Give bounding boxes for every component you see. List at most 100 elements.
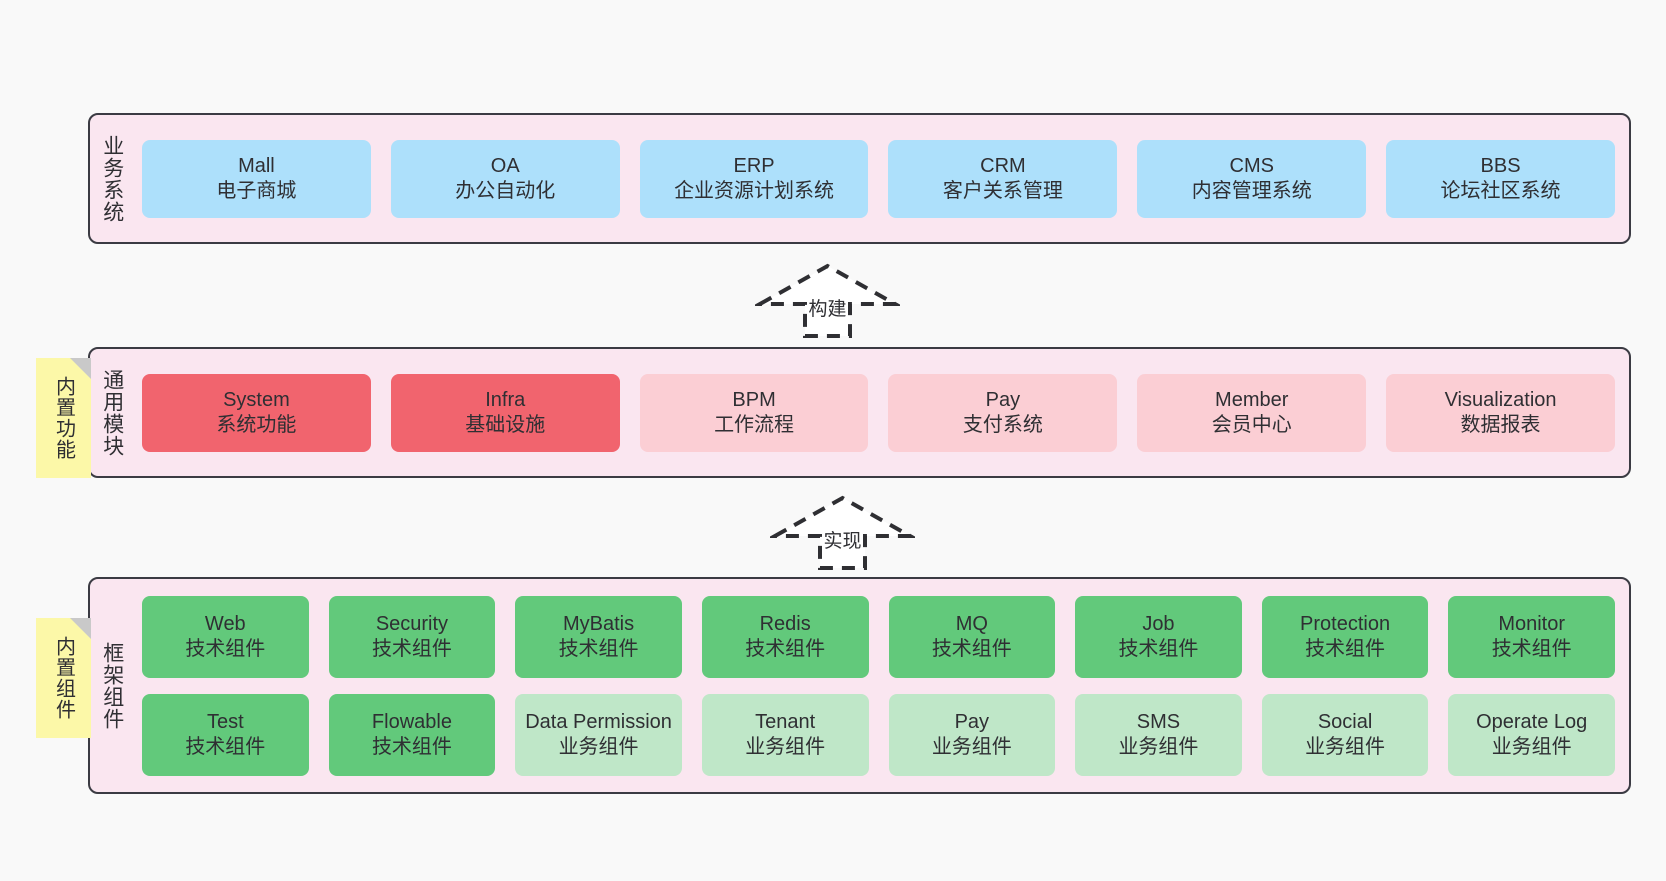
card-title: Redis (759, 613, 811, 636)
card-subtitle: 业务组件 (931, 735, 1012, 758)
card-subtitle: 内容管理系统 (1191, 179, 1312, 202)
card-title: Infra (485, 389, 526, 412)
card-monitor[interactable]: Monitor 技术组件 (1448, 595, 1615, 678)
card-subtitle: 技术组件 (1491, 637, 1572, 660)
card-oa[interactable]: OA 办公自动化 (390, 139, 620, 218)
card-erp[interactable]: ERP 企业资源计划系统 (639, 139, 869, 218)
card-infra[interactable]: Infra 基础设施 (390, 373, 620, 452)
note-builtin-functions[interactable]: 内置功能 (36, 358, 91, 478)
card-title: Web (204, 613, 246, 636)
dashed-up-arrow-icon (770, 495, 915, 570)
card-operate-log[interactable]: Operate Log 业务组件 (1448, 693, 1615, 776)
card-pay-business[interactable]: Pay 业务组件 (888, 693, 1056, 776)
card-subtitle: 会员中心 (1211, 413, 1292, 436)
card-subtitle: 技术组件 (371, 735, 452, 758)
card-title: Monitor (1498, 613, 1566, 636)
card-subtitle: 支付系统 (962, 413, 1043, 436)
card-title: SMS (1136, 711, 1181, 734)
card-cms[interactable]: CMS 内容管理系统 (1137, 139, 1367, 218)
card-subtitle: 技术组件 (371, 637, 452, 660)
card-title: CMS (1229, 155, 1274, 178)
card-crm[interactable]: CRM 客户关系管理 (888, 139, 1118, 218)
card-title: Pay (985, 389, 1021, 412)
arrow-implement: 实现 (770, 490, 915, 570)
card-title: CRM (980, 155, 1026, 178)
card-subtitle: 企业资源计划系统 (674, 179, 835, 202)
note-builtin-components[interactable]: 内置组件 (36, 618, 91, 738)
dashed-up-arrow-icon (755, 263, 900, 338)
card-mall[interactable]: Mall 电子商城 (142, 139, 371, 218)
note-label: 内置组件 (52, 636, 75, 720)
card-row: Test 技术组件 Flowable 技术组件 Data Permission … (142, 693, 1615, 776)
layer-title-common-modules: 通用模块 (100, 368, 124, 457)
card-sms[interactable]: SMS 业务组件 (1075, 693, 1242, 776)
card-row: Web 技术组件 Security 技术组件 MyBatis 技术组件 Redi… (142, 595, 1615, 678)
layer-framework-components[interactable]: 框架组件 Web 技术组件 Security 技术组件 MyBatis 技术组件… (88, 577, 1631, 794)
card-title: Visualization (1444, 389, 1557, 412)
card-subtitle: 办公自动化 (455, 179, 556, 202)
card-subtitle: 业务组件 (1305, 735, 1386, 758)
card-social[interactable]: Social 业务组件 (1261, 693, 1429, 776)
card-subtitle: 数据报表 (1460, 413, 1541, 436)
card-subtitle: 业务组件 (745, 735, 826, 758)
card-subtitle: 技术组件 (185, 637, 266, 660)
card-member[interactable]: Member 会员中心 (1137, 373, 1367, 452)
card-test[interactable]: Test 技术组件 (142, 693, 309, 776)
layer-business-systems[interactable]: 业务系统 Mall 电子商城 OA 办公自动化 ERP 企业资源计划系统 CRM… (88, 113, 1631, 244)
card-data-permission[interactable]: Data Permission 业务组件 (515, 693, 682, 776)
layer-common-modules[interactable]: 通用模块 System 系统功能 Infra 基础设施 BPM 工作流程 Pay… (88, 347, 1631, 478)
card-mq[interactable]: MQ 技术组件 (888, 595, 1056, 678)
card-title: Operate Log (1476, 711, 1588, 734)
card-title: Data Permission (525, 711, 672, 734)
layer-title-business-systems: 业务系统 (100, 134, 124, 223)
card-title: BBS (1480, 155, 1521, 178)
card-redis[interactable]: Redis 技术组件 (701, 595, 869, 678)
card-title: System (223, 389, 290, 412)
card-title: OA (490, 155, 520, 178)
layer-body-framework-components: Web 技术组件 Security 技术组件 MyBatis 技术组件 Redi… (134, 579, 1629, 792)
card-title: Security (375, 613, 449, 636)
card-mybatis[interactable]: MyBatis 技术组件 (515, 595, 682, 678)
card-protection[interactable]: Protection 技术组件 (1261, 595, 1429, 678)
card-subtitle: 客户关系管理 (942, 179, 1063, 202)
card-subtitle: 技术组件 (1305, 637, 1386, 660)
card-visualization[interactable]: Visualization 数据报表 (1386, 373, 1615, 452)
card-security[interactable]: Security 技术组件 (328, 595, 496, 678)
card-subtitle: 技术组件 (185, 735, 266, 758)
card-title: ERP (733, 155, 775, 178)
card-title: Member (1215, 389, 1289, 412)
card-system[interactable]: System 系统功能 (142, 373, 371, 452)
card-row: System 系统功能 Infra 基础设施 BPM 工作流程 Pay 支付系统… (142, 373, 1615, 452)
card-bbs[interactable]: BBS 论坛社区系统 (1386, 139, 1615, 218)
card-job[interactable]: Job 技术组件 (1075, 595, 1242, 678)
card-tenant[interactable]: Tenant 业务组件 (701, 693, 869, 776)
note-label: 内置功能 (52, 376, 75, 460)
card-subtitle: 技术组件 (931, 637, 1012, 660)
card-title: Tenant (755, 711, 816, 734)
card-subtitle: 业务组件 (1118, 735, 1199, 758)
card-title: Mall (238, 155, 275, 178)
arrow-build: 构建 (755, 258, 900, 338)
card-subtitle: 技术组件 (745, 637, 826, 660)
card-pay[interactable]: Pay 支付系统 (888, 373, 1118, 452)
card-title: BPM (732, 389, 776, 412)
card-title: Test (206, 711, 244, 734)
card-flowable[interactable]: Flowable 技术组件 (328, 693, 496, 776)
card-title: Social (1317, 711, 1373, 734)
card-subtitle: 电子商城 (216, 179, 297, 202)
card-title: Flowable (371, 711, 452, 734)
card-title: MyBatis (563, 613, 635, 636)
arrow-label-implement: 实现 (823, 531, 862, 552)
card-title: Protection (1300, 613, 1391, 636)
card-subtitle: 论坛社区系统 (1440, 179, 1561, 202)
card-subtitle: 技术组件 (1118, 637, 1199, 660)
card-web[interactable]: Web 技术组件 (142, 595, 309, 678)
layer-body-business-systems: Mall 电子商城 OA 办公自动化 ERP 企业资源计划系统 CRM 客户关系… (134, 115, 1629, 242)
card-row: Mall 电子商城 OA 办公自动化 ERP 企业资源计划系统 CRM 客户关系… (142, 139, 1615, 218)
card-title: Job (1142, 613, 1175, 636)
card-subtitle: 业务组件 (1491, 735, 1572, 758)
card-subtitle: 技术组件 (558, 637, 639, 660)
card-bpm[interactable]: BPM 工作流程 (639, 373, 869, 452)
card-subtitle: 业务组件 (558, 735, 639, 758)
